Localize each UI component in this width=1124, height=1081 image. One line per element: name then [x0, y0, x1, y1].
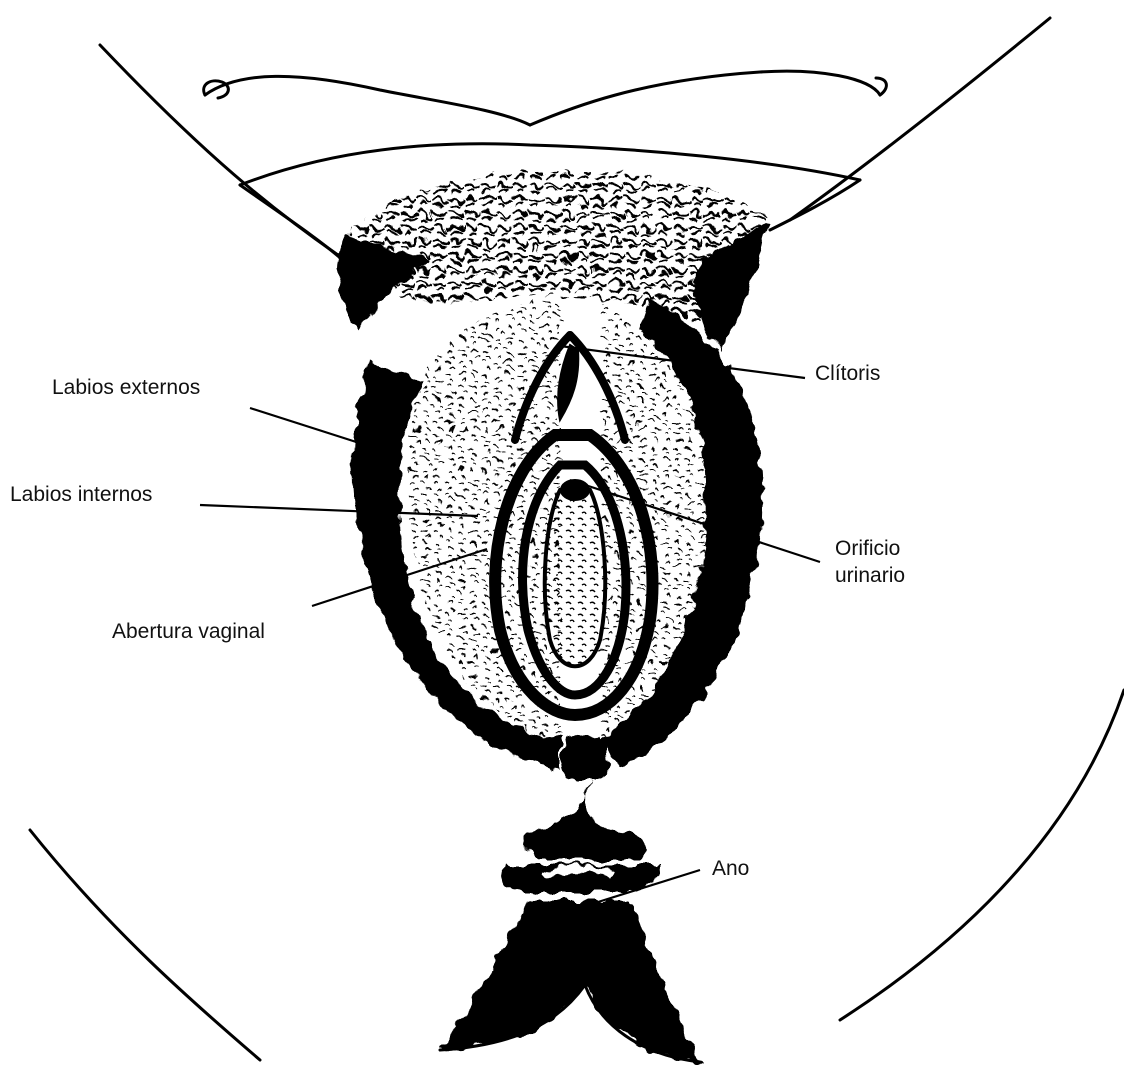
label-ano: Ano	[712, 855, 749, 882]
label-orificio-line1: Orificio	[835, 535, 905, 562]
label-orificio-urinario: Orificio urinario	[835, 535, 905, 589]
label-labios-internos: Labios internos	[10, 481, 152, 508]
label-clitoris: Clítoris	[815, 360, 880, 387]
label-labios-externos: Labios externos	[52, 374, 200, 401]
label-abertura-vaginal: Abertura vaginal	[112, 618, 265, 645]
perineum-anus	[440, 735, 700, 1062]
label-orificio-line2: urinario	[835, 562, 905, 589]
